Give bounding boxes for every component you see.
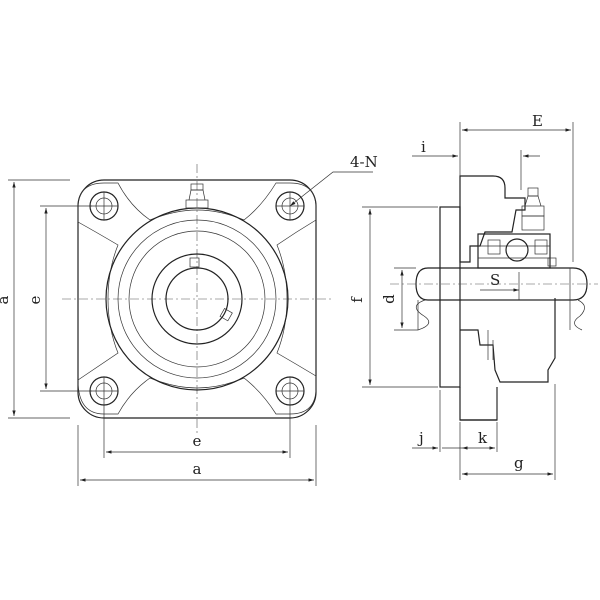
bearing-ball [505, 238, 529, 262]
bore-circle [165, 267, 229, 331]
label-i: i [421, 138, 426, 156]
set-screw-side [219, 308, 233, 322]
label-a-horizontal: a [193, 460, 202, 478]
housing-body-lower [459, 298, 556, 421]
side-view: E i f d S j k g [348, 112, 598, 480]
label-e-horizontal: e [193, 432, 202, 450]
label-j: j [417, 429, 424, 447]
label-k: k [478, 429, 488, 447]
label-g: g [514, 454, 524, 472]
leader-4n [289, 171, 373, 207]
inner-ring [151, 253, 243, 345]
label-f: f [348, 296, 366, 303]
flange-plate [439, 206, 461, 388]
set-screw-top [189, 257, 200, 268]
outer-race [128, 230, 266, 368]
front-view: 4-N a e e a [0, 153, 378, 486]
label-e-vertical: e [26, 295, 44, 304]
label-E: E [532, 112, 543, 130]
grease-nipple-front [185, 183, 209, 209]
label-S: S [490, 271, 500, 289]
label-d: d [380, 294, 398, 304]
label-a-vertical: a [0, 295, 12, 304]
label-4n: 4-N [350, 153, 378, 171]
housing-outline [77, 179, 317, 419]
insert-outer-ring [117, 219, 277, 379]
housing-section-upper [459, 175, 526, 263]
grease-nipple-side [521, 187, 545, 231]
set-screw-side-view [547, 257, 557, 267]
flange-inner-outline [77, 182, 317, 415]
